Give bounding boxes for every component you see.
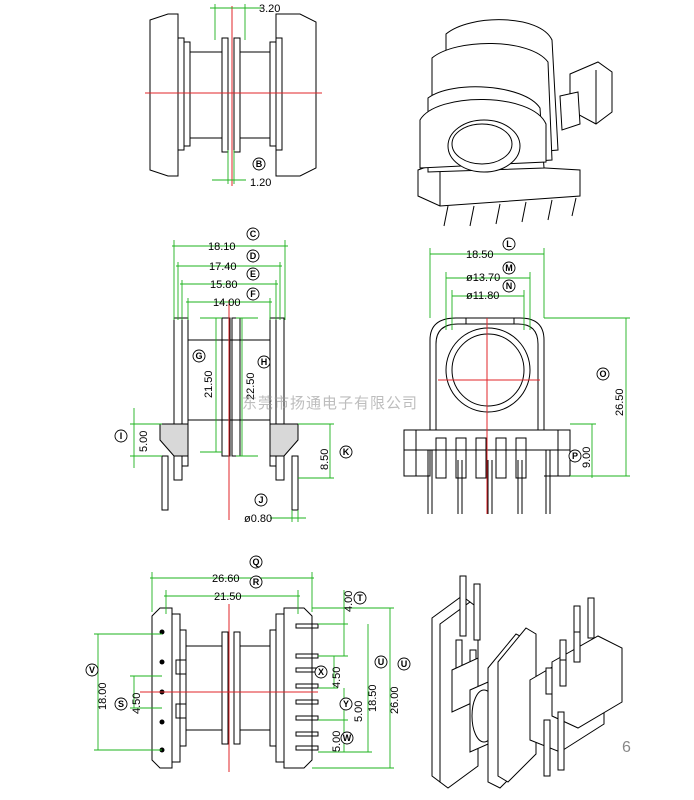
dim-j-marker bbox=[254, 493, 268, 507]
dim-g-letter: G bbox=[195, 351, 202, 361]
dim-r-marker bbox=[249, 575, 263, 589]
dim-z-letter: U bbox=[378, 657, 385, 667]
dim-top-a-value: 3.20 bbox=[259, 3, 280, 15]
dim-v-marker bbox=[85, 663, 99, 677]
dim-m-marker bbox=[502, 261, 516, 275]
dim-top-b-value: 1.20 bbox=[250, 177, 271, 189]
dim-h-letter: H bbox=[261, 357, 268, 367]
top-left-view bbox=[145, 4, 322, 186]
dim-f-letter: F bbox=[250, 289, 256, 299]
dim-t-marker bbox=[353, 591, 367, 605]
dim-i-value: 5.00 bbox=[138, 431, 150, 452]
dim-f-value: 14.00 bbox=[213, 297, 241, 309]
dim-p-marker bbox=[568, 449, 582, 463]
dim-z-value: 18.50 bbox=[367, 684, 379, 712]
dim-j-letter: J bbox=[258, 495, 263, 505]
dim-u-letter: U bbox=[401, 659, 408, 669]
dim-m-value: ø13.70 bbox=[466, 272, 500, 284]
dim-r-value: 21.50 bbox=[214, 591, 242, 603]
dim-u-value: 26.00 bbox=[389, 686, 401, 714]
dim-o-marker bbox=[596, 367, 610, 381]
dim-y-marker bbox=[339, 697, 353, 711]
dim-v-letter: V bbox=[89, 665, 95, 675]
dim-v-value: 18.00 bbox=[97, 682, 109, 710]
dim-n-marker bbox=[502, 279, 516, 293]
dim-t-letter: T bbox=[357, 593, 363, 603]
watermark: 东莞市扬通电子有限公司 bbox=[242, 394, 418, 412]
dim-c-value: 18.10 bbox=[208, 241, 236, 253]
dim-c-letter: C bbox=[250, 229, 257, 239]
dim-d-value: 17.40 bbox=[209, 261, 237, 273]
dim-l-value: 18.50 bbox=[466, 249, 494, 261]
bottom-view bbox=[94, 572, 394, 772]
dim-n-letter: N bbox=[506, 281, 513, 291]
dim-d-letter: D bbox=[250, 251, 257, 261]
dim-s-marker bbox=[114, 697, 128, 711]
page-number: 6 bbox=[622, 739, 631, 756]
isometric-view-top bbox=[417, 19, 613, 227]
dim-i-letter: I bbox=[120, 431, 123, 441]
dim-w-value: 5.00 bbox=[331, 731, 343, 752]
dim-d-marker bbox=[246, 249, 260, 263]
dim-g-marker bbox=[192, 349, 206, 363]
dim-c-marker bbox=[246, 227, 260, 241]
dim-r-letter: R bbox=[253, 577, 260, 587]
dim-n-value: ø11.80 bbox=[466, 290, 499, 302]
dim-e-letter: E bbox=[250, 269, 256, 279]
dim-k-letter: K bbox=[343, 447, 350, 457]
side-view bbox=[403, 248, 630, 514]
dim-p-value: 9.00 bbox=[581, 447, 593, 468]
dim-p-letter: P bbox=[572, 451, 578, 461]
dim-x-marker bbox=[314, 665, 328, 679]
dim-top-b-letter: B bbox=[256, 159, 263, 169]
dim-z-marker bbox=[374, 655, 388, 669]
dim-e-marker bbox=[246, 267, 260, 281]
dim-y-letter: Y bbox=[343, 699, 349, 709]
dim-i-marker bbox=[114, 429, 128, 443]
dim-h-marker bbox=[257, 355, 271, 369]
dim-w-marker bbox=[340, 731, 354, 745]
dim-x-value: 4.50 bbox=[331, 667, 343, 688]
dim-s-value: 4.50 bbox=[131, 693, 143, 714]
dim-x-letter: X bbox=[318, 667, 324, 677]
dim-j-value: ø0.80 bbox=[244, 513, 272, 525]
isometric-view-bottom bbox=[431, 575, 623, 789]
front-view bbox=[130, 240, 334, 522]
dim-m-letter: M bbox=[505, 263, 513, 273]
dim-t-value: 4.00 bbox=[343, 591, 355, 612]
dim-y-value: 5.00 bbox=[353, 701, 365, 722]
dim-o-value: 26.50 bbox=[614, 388, 626, 416]
dim-s-letter: S bbox=[118, 699, 124, 709]
dim-l-letter: L bbox=[506, 239, 512, 249]
dim-u-marker bbox=[397, 657, 411, 671]
dim-o-letter: O bbox=[599, 369, 606, 379]
dim-f-marker bbox=[246, 287, 260, 301]
dim-q-marker bbox=[249, 555, 263, 569]
dim-k-value: 8.50 bbox=[319, 449, 331, 470]
dim-h-value: 22.50 bbox=[245, 372, 257, 400]
dim-e-value: 15.80 bbox=[210, 279, 238, 291]
dim-q-letter: Q bbox=[252, 557, 259, 567]
dim-g-value: 21.50 bbox=[203, 370, 215, 398]
dim-q-value: 26.60 bbox=[212, 573, 240, 585]
dim-k-marker bbox=[339, 445, 353, 459]
dim-w-letter: W bbox=[343, 733, 352, 743]
dim-l-marker bbox=[502, 237, 516, 251]
dim-top-b-marker bbox=[252, 157, 266, 171]
